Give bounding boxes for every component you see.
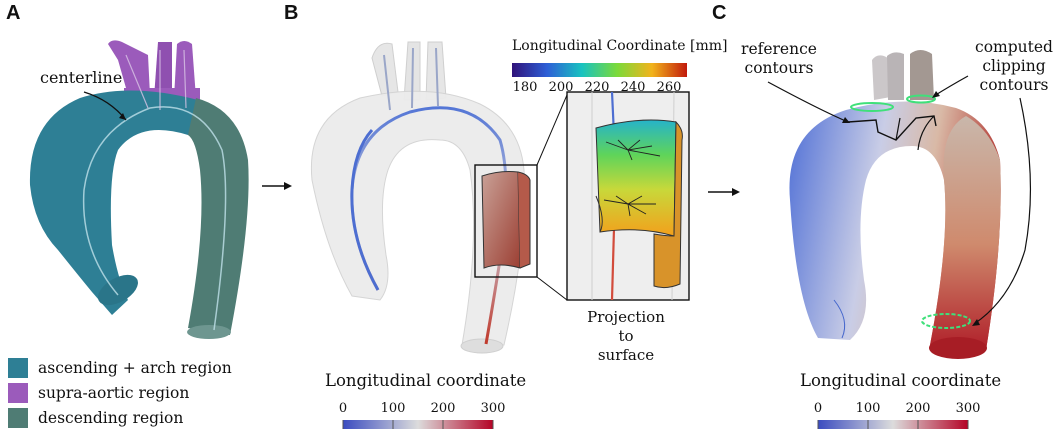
inset-colorbar-title: Longitudinal Coordinate [mm] <box>512 38 728 54</box>
panel-letter-c: C <box>712 2 727 24</box>
projection-label-line2: surface <box>597 346 655 364</box>
reference-label-line1: reference <box>741 40 817 58</box>
colorbar-b-tick: 0 <box>338 401 348 416</box>
colorbar-b-tick: 200 <box>430 401 456 416</box>
projection-label-line1: Projection to <box>587 308 665 345</box>
panel-letter-b: B <box>284 2 299 24</box>
inset-tick: 220 <box>584 80 610 95</box>
reference-label-line2: contours <box>744 59 814 77</box>
computed-contours-label: computed clipping contours <box>972 38 1056 95</box>
colorbar-c <box>818 420 968 429</box>
colorbar-c-tick: 0 <box>813 401 823 416</box>
inset-tick: 200 <box>548 80 574 95</box>
legend-item-descending: descending region <box>8 408 183 428</box>
computed-label-line1: computed <box>975 38 1053 56</box>
legend-item-ascending: ascending + arch region <box>8 358 232 378</box>
inset-tick: 180 <box>512 80 538 95</box>
aorta-model-b <box>310 41 531 354</box>
computed-label-line2: clipping <box>982 57 1046 75</box>
legend-label: supra-aortic region <box>38 384 190 402</box>
legend-label: ascending + arch region <box>38 359 232 377</box>
colorbar-c-tick: 200 <box>905 401 931 416</box>
centerline-label: centerline <box>40 68 123 87</box>
inset-colorbar-b <box>512 63 687 77</box>
panel-letter-a: A <box>6 2 21 24</box>
computed-label-line3: contours <box>979 76 1049 94</box>
aorta-model-a <box>29 40 249 339</box>
reference-contours-label: reference contours <box>734 40 824 78</box>
inset-tick: 260 <box>656 80 682 95</box>
legend-swatch-descending <box>8 408 28 428</box>
legend-swatch-ascending <box>8 358 28 378</box>
projection-label: Projection to surface <box>578 308 674 365</box>
legend-label: descending region <box>38 409 184 427</box>
legend-swatch-supra-aortic <box>8 383 28 403</box>
colorbar-b-tick: 300 <box>480 401 506 416</box>
colorbar-b-title: Longitudinal coordinate <box>325 371 527 390</box>
colorbar-b-tick: 100 <box>380 401 406 416</box>
colorbar-c-title: Longitudinal coordinate <box>800 371 1002 390</box>
colorbar-b <box>343 420 493 429</box>
colorbar-c-tick: 100 <box>855 401 881 416</box>
inset-tick: 240 <box>620 80 646 95</box>
aorta-model-c <box>789 50 1001 359</box>
colorbar-c-tick: 300 <box>955 401 981 416</box>
legend-item-supra-aortic: supra-aortic region <box>8 383 189 403</box>
